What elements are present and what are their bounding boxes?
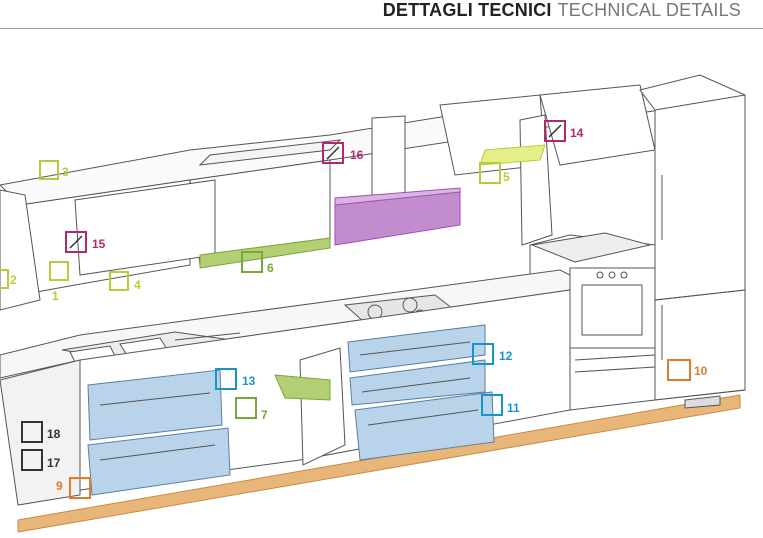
callout-17: 17 <box>21 449 61 471</box>
callout-label: 1 <box>52 289 59 303</box>
cooker-hood <box>334 115 461 246</box>
callout-2: 2 <box>0 269 17 289</box>
callout-label: 7 <box>261 408 268 422</box>
callout-label: 6 <box>267 261 274 275</box>
floor-plinth <box>17 394 741 533</box>
callout-label: 15 <box>92 237 106 251</box>
callout-18: 18 <box>21 421 61 443</box>
callout-label: 5 <box>503 170 510 184</box>
title-english: TECHNICAL DETAILS <box>557 0 741 20</box>
callout-9: 9 <box>56 477 91 499</box>
callout-label: 16 <box>350 148 364 162</box>
header-divider <box>0 28 763 29</box>
callout-1: 1 <box>49 261 69 303</box>
callout-label: 17 <box>47 456 61 470</box>
callout-label: 18 <box>47 427 61 441</box>
under-cabinet-light <box>199 237 331 269</box>
callout-label: 4 <box>134 278 141 292</box>
callout-5: 5 <box>479 162 510 184</box>
callout-label: 12 <box>499 349 513 363</box>
callout-10: 10 <box>667 359 708 381</box>
callout-label: 2 <box>10 273 17 287</box>
title-italian: DETTAGLI TECNICI <box>382 0 552 20</box>
callout-14: 14 <box>544 120 584 142</box>
callout-13: 13 <box>215 368 256 390</box>
callout-label: 14 <box>570 126 584 140</box>
callout-3: 3 <box>39 160 69 180</box>
callout-16: 16 <box>322 142 364 164</box>
callout-label: 9 <box>56 479 63 493</box>
base-cabinets <box>0 289 721 506</box>
callout-15: 15 <box>65 231 106 253</box>
callout-label: 3 <box>62 165 69 179</box>
callout-label: 10 <box>694 364 708 378</box>
tall-column <box>639 74 746 401</box>
callout-11: 11 <box>481 394 520 416</box>
callout-6: 6 <box>241 251 274 275</box>
callout-7: 7 <box>235 397 268 422</box>
callout-4: 4 <box>109 271 141 292</box>
wall-cabinets <box>0 84 662 311</box>
callout-label: 13 <box>242 374 256 388</box>
callout-label: 11 <box>507 401 520 415</box>
callout-12: 12 <box>472 343 513 365</box>
page-header: DETTAGLI TECNICI TECHNICAL DETAILS <box>383 0 741 26</box>
